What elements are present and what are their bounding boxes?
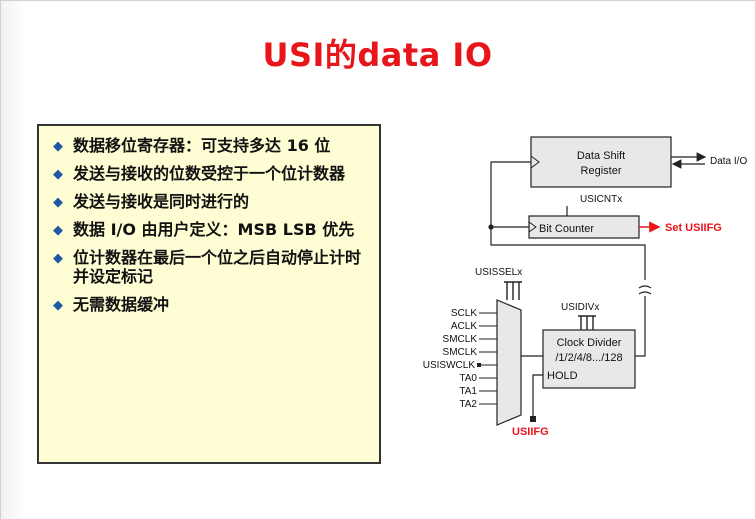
line-break-icon bbox=[638, 285, 652, 295]
bullet-item: ◆ 数据 I/O 由用户定义：MSB LSB 优先 bbox=[53, 220, 369, 239]
usidiv-label: USIDIVx bbox=[561, 302, 599, 313]
mux-input-label: ACLK bbox=[451, 321, 477, 332]
bit-counter-label: Bit Counter bbox=[539, 223, 594, 235]
diamond-bullet-icon: ◆ bbox=[53, 251, 63, 266]
mux-input-label: SMCLK bbox=[443, 347, 478, 358]
mux-input-label: USISWCLK bbox=[423, 360, 476, 371]
mux-input-label: TA1 bbox=[459, 386, 477, 397]
bullet-item: ◆ 位计数器在最后一个位之后自动停止计时并设定标记 bbox=[53, 248, 369, 286]
slide-title: USI的data IO bbox=[262, 36, 493, 74]
set-usiifg-label: Set USIIFG bbox=[665, 222, 722, 234]
clock-input-icon bbox=[528, 221, 537, 233]
bullet-text: 数据移位寄存器：可支持多达 16 位 bbox=[73, 136, 331, 155]
bit-counter-block: Bit Counter bbox=[528, 215, 640, 239]
bullet-text: 发送与接收是同时进行的 bbox=[73, 192, 250, 211]
mux-inputs: SCLK ACLK SMCLK SMCLK USISWCLK TA0 TA1 T… bbox=[423, 308, 497, 410]
diamond-bullet-icon: ◆ bbox=[53, 223, 63, 238]
diamond-bullet-icon: ◆ bbox=[53, 298, 63, 313]
hold-label: HOLD bbox=[547, 370, 578, 382]
diamond-bullet-icon: ◆ bbox=[53, 167, 63, 182]
usi-block-diagram: Data Shift Register Data I/O USICNTx Bit… bbox=[423, 136, 747, 438]
shift-register-label-1: Data Shift bbox=[577, 150, 625, 162]
bullet-box: ◆ 数据移位寄存器：可支持多达 16 位 ◆ 发送与接收的位数受控于一个位计数器… bbox=[37, 124, 381, 464]
diamond-bullet-icon: ◆ bbox=[53, 195, 63, 210]
bullet-item: ◆ 无需数据缓冲 bbox=[53, 295, 369, 314]
data-shift-register-block: Data Shift Register bbox=[530, 136, 672, 188]
shift-register-label-2: Register bbox=[581, 165, 622, 177]
bullet-text: 发送与接收的位数受控于一个位计数器 bbox=[73, 164, 346, 183]
mux-input-label: SCLK bbox=[451, 308, 477, 319]
clock-source-mux bbox=[496, 299, 522, 426]
bullet-text: 数据 I/O 由用户定义：MSB LSB 优先 bbox=[73, 220, 355, 239]
mux-input-label: TA2 bbox=[459, 399, 477, 410]
usissel-label: USISSELx bbox=[475, 267, 522, 278]
usiifg-label: USIIFG bbox=[512, 426, 549, 438]
bullet-text: 无需数据缓冲 bbox=[73, 295, 170, 314]
diamond-bullet-icon: ◆ bbox=[53, 139, 63, 154]
bullet-list: ◆ 数据移位寄存器：可支持多达 16 位 ◆ 发送与接收的位数受控于一个位计数器… bbox=[53, 136, 369, 314]
clock-lines bbox=[488, 161, 646, 357]
clock-divider-label-1: Clock Divider bbox=[557, 337, 622, 349]
bullet-item: ◆ 数据移位寄存器：可支持多达 16 位 bbox=[53, 136, 369, 155]
clock-divider-block: Clock Divider /1/2/4/8.../128 HOLD bbox=[542, 329, 636, 389]
bullet-item: ◆ 发送与接收的位数受控于一个位计数器 bbox=[53, 164, 369, 183]
clock-divider-label-2: /1/2/4/8.../128 bbox=[555, 352, 622, 364]
usicntx-label: USICNTx bbox=[580, 194, 622, 205]
clock-input-icon bbox=[530, 155, 540, 169]
mux-input-label: TA0 bbox=[459, 373, 477, 384]
mux-input-label: SMCLK bbox=[443, 334, 478, 345]
bullet-text: 位计数器在最后一个位之后自动停止计时并设定标记 bbox=[73, 248, 362, 286]
data-io-label: Data I/O bbox=[710, 156, 747, 167]
bullet-item: ◆ 发送与接收是同时进行的 bbox=[53, 192, 369, 211]
data-io-port: Data I/O bbox=[671, 152, 747, 169]
